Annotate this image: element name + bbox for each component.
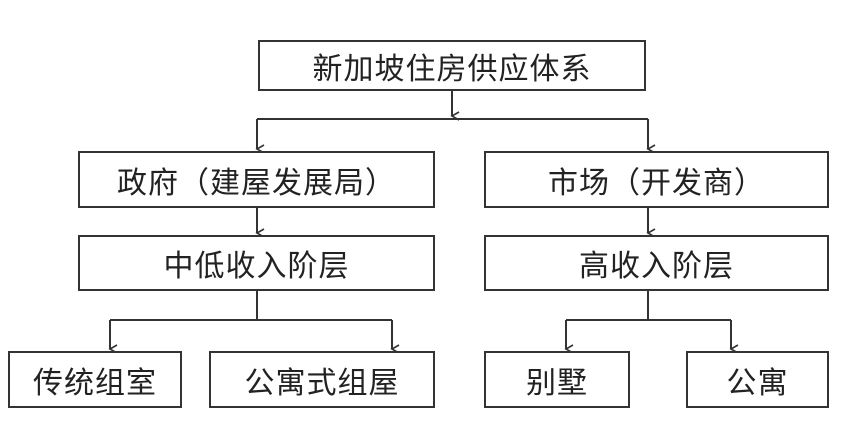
apartment-label: 公寓	[726, 365, 789, 401]
government-node: 政府（建屋发展局）	[78, 151, 435, 208]
market-node-label: 市场（开发商）	[548, 165, 765, 201]
root-node: 新加坡住房供应体系	[258, 40, 646, 91]
condo-style-flat-label: 公寓式组屋	[244, 365, 400, 401]
villa-label: 别墅	[526, 365, 588, 401]
market-node: 市场（开发商）	[484, 151, 829, 208]
middle-low-income-label: 中低收入阶层	[163, 249, 350, 284]
high-income-label: 高收入阶层	[579, 249, 734, 284]
traditional-flat-label: 传统组室	[33, 365, 157, 401]
condo-style-flat-node: 公寓式组屋	[209, 351, 435, 408]
traditional-flat-node: 传统组室	[8, 351, 182, 408]
middle-low-income-node: 中低收入阶层	[78, 235, 435, 291]
root-node-label: 新加坡住房供应体系	[312, 51, 592, 87]
apartment-node: 公寓	[686, 351, 829, 408]
government-node-label: 政府（建屋发展局）	[117, 165, 396, 201]
high-income-node: 高收入阶层	[484, 235, 829, 291]
villa-node: 别墅	[484, 351, 630, 408]
